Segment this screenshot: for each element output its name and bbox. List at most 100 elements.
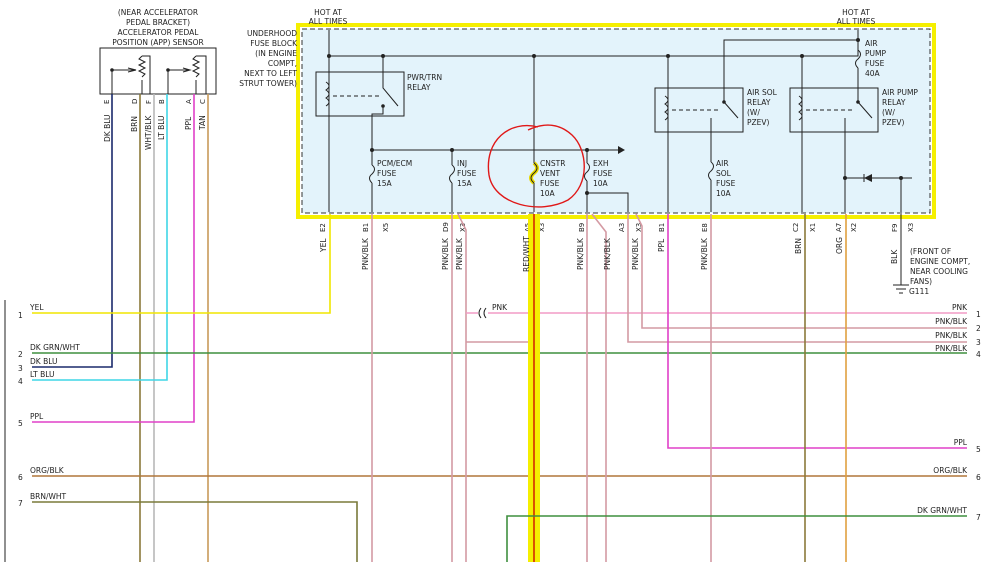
wire-dk-grn-wht-7	[506, 515, 967, 562]
left-conn-label: DK GRN/WHT	[30, 343, 80, 352]
ground-note-3: NEAR COOLING	[910, 267, 968, 276]
right-conn-num: 4	[976, 350, 981, 359]
wire-color-label: BLK	[890, 249, 899, 264]
wire-ppl	[32, 94, 195, 423]
app-pin: D	[131, 99, 139, 104]
left-conn-label: ORG/BLK	[30, 466, 65, 475]
right-conn-num: 6	[976, 473, 981, 482]
fb-pin: B9	[578, 223, 586, 232]
wire-lt-blu	[32, 94, 168, 381]
left-conn-label: YEL	[29, 303, 44, 312]
right-conn-num: 1	[976, 310, 981, 319]
hot-right-1: HOT AT	[842, 8, 870, 17]
app-wiper-arrow	[182, 67, 192, 73]
air-pump-relay-label-4: PZEV)	[882, 118, 905, 127]
app-pin: E	[103, 100, 111, 104]
left-conn-label: LT BLU	[30, 370, 55, 379]
wire-pnk-blk-b9b	[591, 213, 607, 562]
pwr-trn-label-1: PWR/TRN	[407, 73, 442, 82]
app-wire-color: PPL	[184, 116, 193, 130]
air-pump-relay-label-2: RELAY	[882, 98, 906, 107]
wire-ppl-right	[667, 214, 967, 449]
air-pump-fuse-label-3: FUSE	[865, 59, 885, 68]
air-sol-relay-label-4: PZEV)	[747, 118, 770, 127]
app-wire-color: BRN	[130, 116, 139, 132]
inj-label-1: INJ	[457, 159, 467, 168]
app-wiper-arrow	[127, 67, 137, 73]
ground-note-2: ENGINE COMPT,	[910, 257, 970, 266]
pcm-ecm-label-3: 15A	[377, 179, 393, 188]
cnstr-vent-fuse-icon	[530, 162, 538, 184]
app-pin: F	[145, 100, 153, 104]
wire-pnk-blk-a3	[627, 214, 967, 343]
pcm-ecm-label-2: FUSE	[377, 169, 397, 178]
air-pump-relay-label-1: AIR PUMP	[882, 88, 918, 97]
air-pump-relay-label-3: (W/	[882, 108, 895, 117]
app-wire-color: LT BLU	[157, 115, 166, 140]
fb-pin: B1	[658, 223, 666, 232]
app-dot	[110, 68, 114, 72]
fuse-block-title-6: STRUT TOWER)	[239, 79, 297, 88]
wire-color-label: BRN	[794, 238, 803, 254]
air-pump-fuse-icon	[855, 49, 861, 69]
exh-label-2: FUSE	[593, 169, 613, 178]
pwr-trn-coil	[325, 81, 330, 107]
fb-pin: C2	[792, 223, 800, 232]
right-conn-num: 5	[976, 445, 981, 454]
hot-left-2: ALL TIMES	[309, 17, 348, 26]
air-pump-coil	[798, 95, 803, 121]
pwr-trn-output	[371, 106, 384, 150]
fuse-block-title-3: (IN ENGINE	[255, 49, 297, 58]
cnstr-vent-label-3: FUSE	[540, 179, 560, 188]
pwr-trn-switch	[382, 56, 399, 107]
right-conn-label: ORG/BLK	[933, 466, 968, 475]
inj-label-2: FUSE	[457, 169, 477, 178]
air-sol-relay-label-2: RELAY	[747, 98, 771, 107]
pwr-trn-label-2: RELAY	[407, 83, 431, 92]
pwr-trn-relay-box	[315, 71, 405, 117]
right-conn-label: PNK/BLK	[935, 317, 968, 326]
exh-label-1: EXH	[593, 159, 609, 168]
app-wire-color: WHT/BLK	[144, 115, 153, 150]
ground-id: G111	[909, 287, 929, 296]
app-sensor-box	[99, 47, 217, 95]
cnstr-vent-label-4: 10A	[540, 189, 556, 198]
air-sol-fuse-label-2: SOL	[716, 169, 732, 178]
air-sol-coil	[664, 95, 669, 121]
air-pump-relay-box	[789, 87, 879, 133]
right-conn-num: 7	[976, 513, 981, 522]
fuse-block-title-1: UNDERHOOD	[247, 29, 297, 38]
fb-pin: B1	[362, 223, 370, 232]
right-conn-label: PPL	[954, 438, 968, 447]
wire-color-label: PNK/BLK	[455, 237, 464, 270]
app-sensor-circuit	[111, 69, 136, 94]
app-pin: B	[158, 99, 166, 104]
wire-color-label: PNK/BLK	[603, 237, 612, 270]
left-conn-num: 4	[18, 377, 23, 386]
mid-pnk-label: PNK	[492, 303, 508, 312]
air-pump-fuse-label-2: PUMP	[865, 49, 886, 58]
hot-left-1: HOT AT	[314, 8, 342, 17]
cnstr-vent-label-2: VENT	[540, 169, 560, 178]
pcm-ecm-fuse-icon	[369, 164, 375, 184]
fb-pin: X3	[459, 223, 467, 232]
connector-icon	[478, 307, 487, 319]
fb-pin: A7	[835, 223, 843, 232]
app-sensor-title-3: ACCELERATOR PEDAL	[118, 28, 200, 37]
air-sol-fuse-label-3: FUSE	[716, 179, 736, 188]
arrow-icon	[618, 146, 625, 154]
left-conn-num: 6	[18, 473, 23, 482]
exh-fuse-icon	[584, 162, 590, 182]
right-pnk-label: PNK	[952, 303, 968, 312]
left-conn-label: DK BLU	[30, 357, 58, 366]
fuse-block-highlight	[296, 23, 936, 219]
hot-right-2: ALL TIMES	[837, 17, 876, 26]
right-conn-label: DK GRN/WHT	[917, 506, 967, 515]
ground-icon	[893, 284, 909, 294]
contact-dot	[722, 100, 726, 104]
app-wire-color: DK BLU	[103, 114, 112, 142]
left-conn-label: BRN/WHT	[30, 492, 67, 501]
left-conn-label: PPL	[30, 412, 44, 421]
